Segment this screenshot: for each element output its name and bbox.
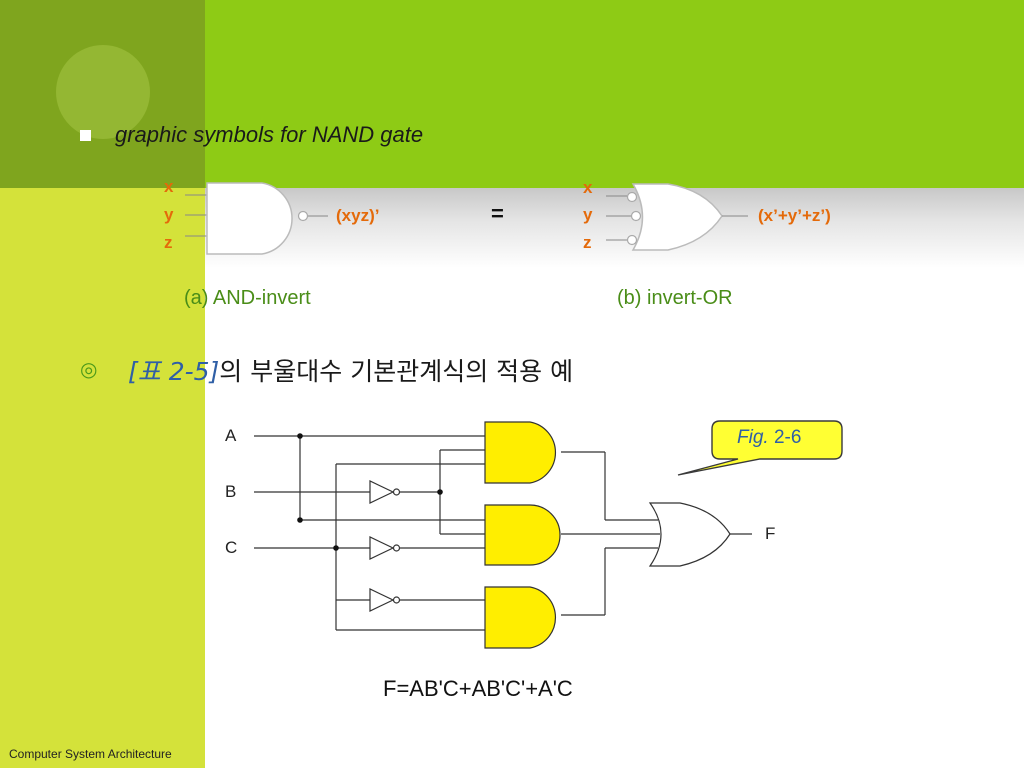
bullet-title-nand: graphic symbols for NAND gate — [115, 122, 424, 147]
and-invert-output-label: (xyz)’ — [336, 206, 380, 225]
wire-junctions — [297, 433, 443, 551]
inverter-a — [369, 588, 401, 612]
input-label-z-b: z — [583, 233, 592, 252]
and-gate-1 — [484, 421, 556, 484]
circuit-output-f: F — [765, 524, 776, 543]
and-gate-3 — [484, 586, 556, 649]
and-gate-2 — [484, 504, 561, 566]
input-label-x-b: x — [583, 178, 593, 197]
circuit-input-a: A — [225, 426, 237, 445]
inverter-b — [369, 480, 401, 504]
table-reference: [표 2-5] — [128, 357, 220, 386]
or-gate — [648, 502, 731, 567]
bullet-title-korean-text: 의 부울대수 기본관계식의 적용 예 — [219, 357, 574, 386]
fig-callout-prefix: Fig. — [737, 427, 769, 448]
top-green-band — [205, 0, 1024, 188]
equals-sign: = — [491, 201, 504, 226]
and-invert-gate — [185, 182, 328, 255]
circuit-input-c: C — [225, 538, 238, 557]
fig-callout-label: Fig. 2-6 — [737, 427, 801, 449]
circuit-input-b: B — [225, 482, 237, 501]
input-label-y-b: y — [583, 205, 593, 224]
footer-course-title: Computer System Architecture — [9, 747, 172, 761]
decorative-circle — [56, 45, 150, 139]
fig-callout-number: 2-6 — [773, 427, 802, 448]
caption-invert-or: (b) invert-OR — [617, 287, 733, 309]
square-bullet-icon — [80, 130, 91, 141]
inverter-c — [369, 536, 401, 560]
boolean-formula: F=AB'C+AB'C'+A'C — [383, 676, 573, 701]
input-label-y-a: y — [164, 205, 174, 224]
target-bullet-icon: ◎ — [80, 359, 98, 381]
caption-and-invert: (a) AND-invert — [184, 287, 311, 309]
input-label-z-a: z — [164, 233, 173, 252]
bullet-title-boolean-example: [표 2-5]의 부울대수 기본관계식의 적용 예 — [128, 352, 573, 388]
circuit-wires — [254, 435, 752, 631]
fig-callout-bubble — [677, 420, 843, 476]
invert-or-gate — [606, 183, 748, 251]
invert-or-output-label: (x’+y’+z’) — [758, 206, 831, 225]
input-label-x-a: x — [164, 177, 174, 196]
gray-gradient-band — [205, 188, 1024, 268]
